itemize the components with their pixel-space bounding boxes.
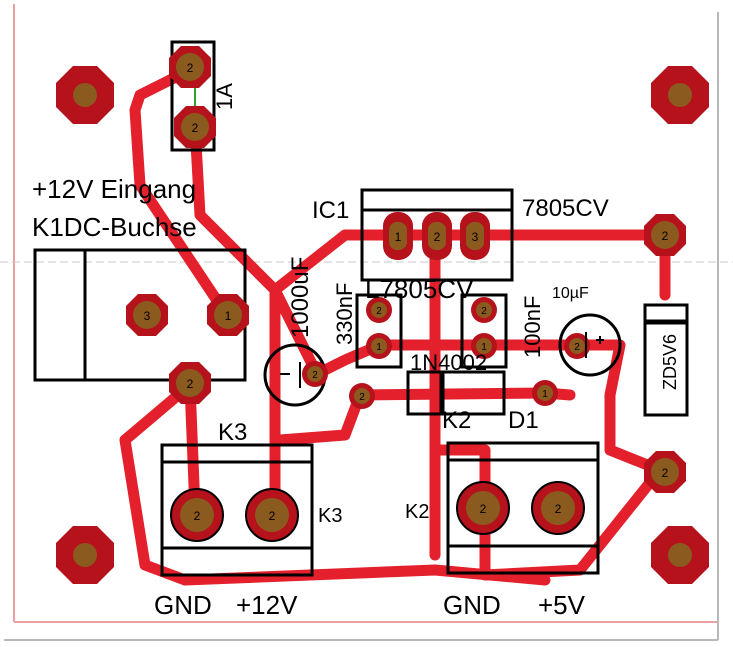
k3-ref-label-right: K3: [318, 505, 342, 527]
pad-fuse-top: 2: [169, 46, 211, 88]
trace-diode: [354, 387, 551, 401]
diode-outline: [406, 370, 506, 416]
pad-k2-right: 2: [531, 481, 585, 535]
svg-text:1: 1: [542, 389, 548, 400]
pad-zener-bottom: 2: [644, 451, 686, 493]
fuse-value-label: 1A: [212, 83, 237, 110]
pad-c10-1: 1: [532, 380, 558, 406]
k3-outline: [160, 443, 314, 577]
cap-1000uf-label: 1000uF: [287, 257, 314, 338]
pad-ic1-2: 2: [422, 212, 452, 260]
pad-c100-2: 2: [471, 297, 497, 323]
c330-outline: [355, 293, 403, 369]
svg-text:2: 2: [481, 306, 487, 317]
pad-jack-3: 3: [126, 294, 168, 336]
pad-label: 1: [225, 309, 232, 323]
pad-ic1-1: 1: [383, 212, 413, 260]
pad-diode-2: 2: [349, 383, 375, 409]
mounting-hole-br: [651, 526, 709, 584]
c10-outline: [558, 313, 622, 377]
svg-text:2: 2: [434, 230, 441, 244]
k3-ref-label: K3: [218, 419, 247, 446]
ic1-value-label: 7805CV: [522, 195, 609, 222]
svg-text:2: 2: [359, 392, 365, 403]
pad-k2-left: 2: [456, 481, 510, 535]
power-input-label: +12V Eingang: [32, 174, 196, 204]
plus5v-label: +5V: [538, 590, 586, 620]
svg-text:2: 2: [194, 509, 201, 523]
trace-to-c1000: [269, 284, 321, 376]
gnd-right-label: GND: [443, 590, 501, 620]
trace-diode-12v: [274, 389, 366, 446]
k2-ref-label: K2: [442, 407, 471, 434]
pad-zener-top: 2: [644, 214, 686, 256]
pad-c1000-2: 2: [302, 361, 328, 387]
pad-jack-1: 1: [207, 294, 249, 336]
k2-outline: [446, 441, 600, 575]
cap-100nf-label: 100nF: [520, 296, 545, 358]
pad-c330-2: 2: [366, 297, 392, 323]
svg-text:2: 2: [662, 229, 669, 243]
pad-label: 3: [144, 309, 151, 323]
ic1-outline: [360, 188, 514, 282]
silkscreen: [33, 40, 689, 577]
gnd-left-label: GND: [154, 590, 212, 620]
mounting-hole-tl: [56, 66, 114, 124]
pad-k3-jumper: 2: [169, 362, 211, 404]
svg-text:1: 1: [395, 230, 402, 244]
pad-c10-2: 2: [564, 333, 590, 359]
svg-text:2: 2: [269, 509, 276, 523]
svg-text:2: 2: [662, 466, 669, 480]
svg-text:2: 2: [312, 370, 318, 381]
pad-fuse-bottom: 2: [174, 106, 216, 148]
dc-jack-label: K1DC-Buchse: [32, 212, 197, 242]
svg-text:2: 2: [555, 502, 562, 516]
pad-k3-right: 2: [245, 488, 299, 542]
pad-c100-1: 1: [471, 333, 497, 359]
pad-c330-1: 1: [366, 333, 392, 359]
svg-text:2: 2: [187, 377, 194, 391]
trace-gnd-left: [119, 379, 196, 586]
pad-label: 2: [192, 121, 199, 135]
plus12v-label: +12V: [236, 590, 298, 620]
pad-k3-left: 2: [170, 488, 224, 542]
ic1-ref-label: IC1: [312, 197, 349, 224]
zener-value-label: ZD5V6: [660, 334, 680, 390]
zener-outline: [643, 303, 689, 417]
k2-ref-label-left: K2: [405, 501, 429, 523]
polarity-marks: [280, 332, 604, 388]
mounting-holes: [56, 66, 709, 584]
trace-fuse-to-jack: [129, 64, 234, 323]
svg-text:3: 3: [472, 230, 479, 244]
d1-ref-label: D1: [508, 407, 539, 434]
cap-10uf-label: 10µF: [552, 285, 589, 302]
mounting-hole-tr: [651, 66, 709, 124]
svg-text:1: 1: [376, 342, 382, 353]
diode-value-label: 1N4002: [410, 350, 487, 375]
mounting-hole-bl: [56, 526, 114, 584]
svg-text:2: 2: [376, 306, 382, 317]
ic1-value-overlay-label: L7805CV: [365, 274, 474, 304]
pad-label: 2: [187, 61, 194, 75]
svg-text:2: 2: [574, 342, 580, 353]
svg-text:2: 2: [480, 502, 487, 516]
cap-330nf-label: 330nF: [332, 283, 357, 345]
svg-text:1: 1: [481, 342, 487, 353]
pad-ic1-3: 3: [460, 212, 490, 260]
c100-outline: [460, 293, 508, 369]
fuse-outline: [170, 40, 216, 152]
